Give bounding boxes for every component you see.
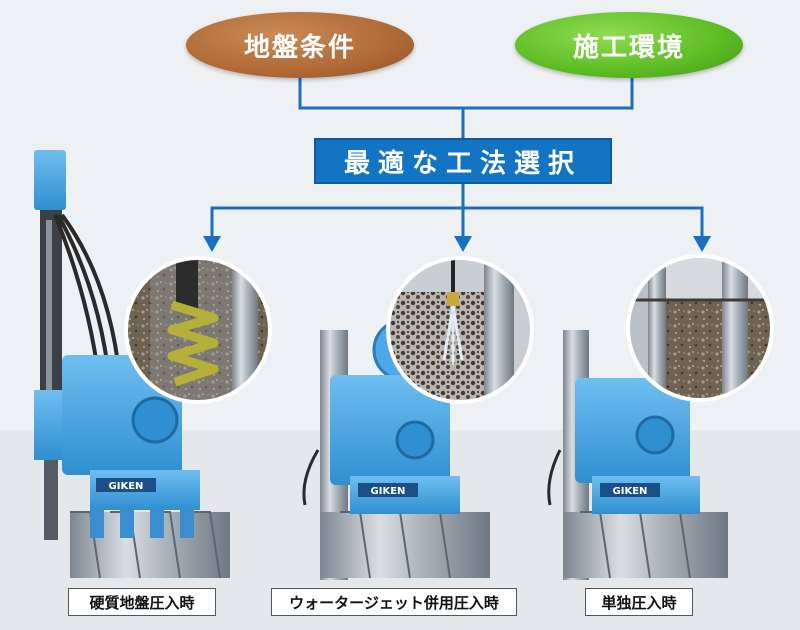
arrowhead-center — [454, 236, 472, 252]
branch-right-line — [463, 206, 704, 238]
arrowhead-left — [203, 236, 221, 252]
top-merge-line — [298, 78, 634, 110]
connector-lines — [210, 78, 704, 238]
zoom-circle-water-jet — [386, 256, 534, 404]
branch-left-line — [210, 184, 465, 238]
brand-logo-right: GIKEN — [613, 486, 648, 497]
caption-hard-ground: 硬質地盤圧入時 — [68, 588, 216, 616]
press-body-right — [575, 378, 690, 483]
caption-water-jet: ウォータージェット併用圧入時 — [271, 588, 517, 616]
brand-logo-left: GIKEN — [109, 481, 144, 492]
auger-shaft — [44, 460, 58, 540]
zoom-circle-standard — [626, 254, 774, 402]
arrowheads — [203, 236, 711, 252]
brand-logo-center: GIKEN — [371, 486, 406, 497]
caption-standard: 単独圧入時 — [585, 588, 693, 616]
water-jet-icon — [447, 292, 459, 306]
node-construction-environment: 施工環境 — [515, 12, 743, 78]
drive-motor-head — [34, 150, 66, 210]
zoom-circle-auger — [124, 256, 272, 404]
machine-water-jet: GIKEN — [302, 318, 490, 580]
arrowhead-right — [693, 236, 711, 252]
auger-drill-icon — [167, 300, 219, 387]
node-optimal-method-selection: 最適な工法選択 — [314, 138, 612, 184]
node-ground-conditions: 地盤条件 — [186, 12, 414, 78]
machine-standard: GIKEN — [547, 330, 728, 580]
